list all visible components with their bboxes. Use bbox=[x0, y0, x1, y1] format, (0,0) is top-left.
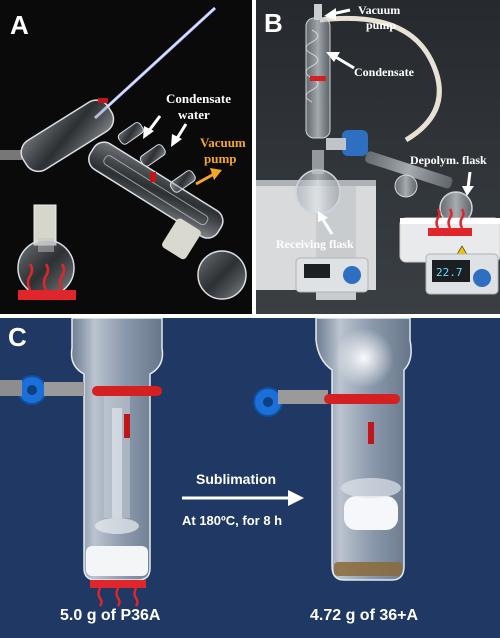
label-condensate-b: Condensate bbox=[354, 65, 415, 79]
stand-rod bbox=[0, 150, 22, 160]
right-joint bbox=[162, 218, 201, 260]
label-vacuum-b: Vacuum bbox=[358, 3, 401, 17]
arrow-vacuum bbox=[195, 172, 215, 186]
panel-b-apparatus: 22.7 bbox=[256, 0, 500, 314]
caption-left: 5.0 g of P36A bbox=[60, 607, 161, 624]
right-clamp-handle bbox=[324, 394, 400, 404]
left-clamp bbox=[0, 375, 162, 438]
left-solid-powder bbox=[86, 546, 148, 576]
receiving-flask bbox=[295, 169, 341, 215]
label-process: Sublimation bbox=[196, 471, 277, 487]
left-sublimation-tube bbox=[70, 318, 164, 581]
panel-a: A Condensate water Vacuum pump bbox=[0, 0, 252, 314]
heater-a bbox=[18, 290, 76, 300]
rotary-arm bbox=[365, 151, 453, 189]
heater-c bbox=[90, 580, 146, 588]
heater-b bbox=[428, 228, 472, 236]
label-pump-a: pump bbox=[204, 151, 237, 166]
distillation-head bbox=[20, 99, 115, 173]
label-receiving-flask: Receiving flask bbox=[276, 237, 354, 251]
arrow-receiving bbox=[320, 217, 334, 235]
panel-c-label: C bbox=[8, 322, 27, 352]
panel-a-apparatus bbox=[0, 6, 247, 300]
right-clamp bbox=[253, 387, 400, 444]
right-sublimation-tube bbox=[315, 318, 412, 581]
right-flask bbox=[197, 250, 247, 300]
water-outlet-arm bbox=[139, 144, 166, 167]
residue bbox=[334, 562, 402, 576]
arrow-depolym bbox=[466, 171, 472, 189]
sublimed-crystals bbox=[344, 496, 398, 530]
condenser bbox=[88, 141, 224, 239]
arrow-condensate-b bbox=[333, 54, 355, 70]
vacuum-arm bbox=[169, 170, 196, 193]
panel-b-label: B bbox=[264, 8, 283, 38]
caption-right: 4.72 g of 36+A bbox=[310, 607, 419, 624]
water-inlet-arm bbox=[117, 122, 144, 145]
left-clamp-handle bbox=[92, 386, 162, 396]
label-conditions: At 180ºC, for 8 h bbox=[182, 513, 283, 528]
panel-a-label: A bbox=[10, 10, 29, 40]
label-water-a: water bbox=[178, 107, 210, 122]
label-depolym-flask: Depolym. flask bbox=[410, 153, 487, 167]
label-vacuum-a: Vacuum bbox=[200, 135, 246, 150]
label-pump-b: pump bbox=[366, 18, 397, 32]
panel-c: C Sublimation At 180ºC, for 8 h 5.0 g of… bbox=[0, 318, 500, 638]
vacuum-tubing bbox=[319, 15, 442, 143]
label-condensate-a: Condensate bbox=[166, 91, 232, 106]
svg-text:22.7: 22.7 bbox=[436, 266, 463, 279]
rotavap-motor bbox=[342, 130, 368, 156]
panel-c-apparatus bbox=[0, 318, 412, 607]
panel-b: 22.7 B Vacuum pump Condensate Receiving … bbox=[256, 0, 500, 314]
